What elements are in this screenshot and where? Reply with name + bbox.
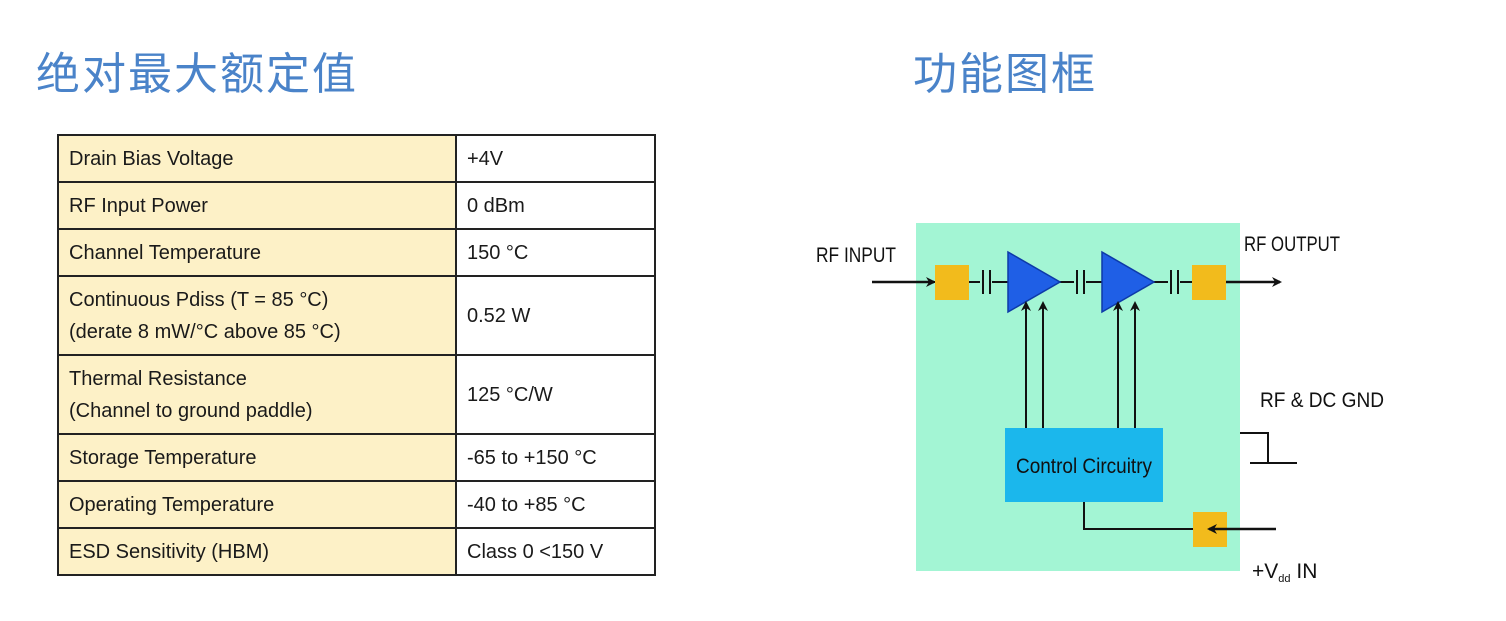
parameter-cell: Operating Temperature — [57, 480, 457, 529]
value-cell: +4V — [455, 134, 656, 183]
table-row: Channel Temperature 150 °C — [57, 228, 656, 277]
parameter-text: Channel Temperature — [69, 241, 261, 264]
table-row: RF Input Power 0 dBm — [57, 181, 656, 230]
vdd-subscript: dd — [1278, 573, 1290, 585]
rf-input-label: RF INPUT — [816, 244, 896, 267]
vdd-suffix: IN — [1291, 560, 1318, 583]
value-cell: -65 to +150 °C — [455, 433, 656, 482]
parameter-cell: RF Input Power — [57, 181, 457, 230]
table-row: Operating Temperature -40 to +85 °C — [57, 480, 656, 529]
parameter-text: RF Input Power — [69, 194, 208, 217]
control-circuitry-label: Control Circuitry — [1016, 455, 1152, 478]
parameter-text: Drain Bias Voltage — [69, 147, 234, 170]
ground-symbol — [1240, 432, 1269, 463]
value-cell: 0.52 W — [455, 275, 656, 356]
parameter-cell: Storage Temperature — [57, 433, 457, 482]
control-circuitry-block — [1005, 428, 1163, 502]
value-cell: 150 °C — [455, 228, 656, 277]
dc-block-capacitor — [1168, 270, 1180, 294]
parameter-note: (derate 8 mW/°C above 85 °C) — [69, 320, 341, 343]
parameter-text: ESD Sensitivity (HBM) — [69, 540, 270, 563]
vdd-line — [1083, 502, 1193, 530]
table-row: ESD Sensitivity (HBM) Class 0 <150 V — [57, 527, 656, 576]
rf-input-pad — [935, 265, 969, 300]
value-cell: 0 dBm — [455, 181, 656, 230]
parameter-cell: Drain Bias Voltage — [57, 134, 457, 183]
parameter-cell: Continuous Pdiss (T = 85 °C) (derate 8 m… — [57, 275, 457, 356]
parameter-text: Storage Temperature — [69, 446, 257, 469]
parameter-cell: Thermal Resistance (Channel to ground pa… — [57, 354, 457, 435]
table-row: Continuous Pdiss (T = 85 °C) (derate 8 m… — [57, 275, 656, 356]
dc-block-capacitor — [980, 270, 992, 294]
functional-block-diagram: Control Circuitry RF INPUT RF OUTPUT RF … — [816, 223, 1384, 585]
rf-output-label: RF OUTPUT — [1244, 233, 1340, 256]
rf-output-pad — [1192, 265, 1226, 300]
absolute-max-ratings-heading: 绝对最大额定值 — [36, 49, 358, 100]
gnd-label: RF & DC GND — [1260, 389, 1384, 412]
table-row: Storage Temperature -65 to +150 °C — [57, 433, 656, 482]
ratings-table: Drain Bias Voltage +4V RF Input Power 0 … — [57, 134, 656, 576]
functional-diagram-heading: 功能图框 — [913, 49, 1097, 100]
value-cell: -40 to +85 °C — [455, 480, 656, 529]
parameter-note: (Channel to ground paddle) — [69, 399, 313, 422]
parameter-text: Thermal Resistance — [69, 367, 247, 390]
vdd-prefix: +V — [1252, 560, 1278, 583]
table-row: Thermal Resistance (Channel to ground pa… — [57, 354, 656, 435]
table-row: Drain Bias Voltage +4V — [57, 134, 656, 183]
amplifier-stage-1 — [1007, 250, 1062, 314]
parameter-cell: Channel Temperature — [57, 228, 457, 277]
parameter-text: Operating Temperature — [69, 493, 275, 516]
value-cell: Class 0 <150 V — [455, 527, 656, 576]
vdd-label: +Vdd IN — [1252, 560, 1317, 585]
amplifier-stage-2 — [1101, 250, 1156, 314]
value-cell: 125 °C/W — [455, 354, 656, 435]
parameter-text: Continuous Pdiss (T = 85 °C) — [69, 288, 329, 311]
dc-block-capacitor — [1074, 270, 1086, 294]
parameter-cell: ESD Sensitivity (HBM) — [57, 527, 457, 576]
